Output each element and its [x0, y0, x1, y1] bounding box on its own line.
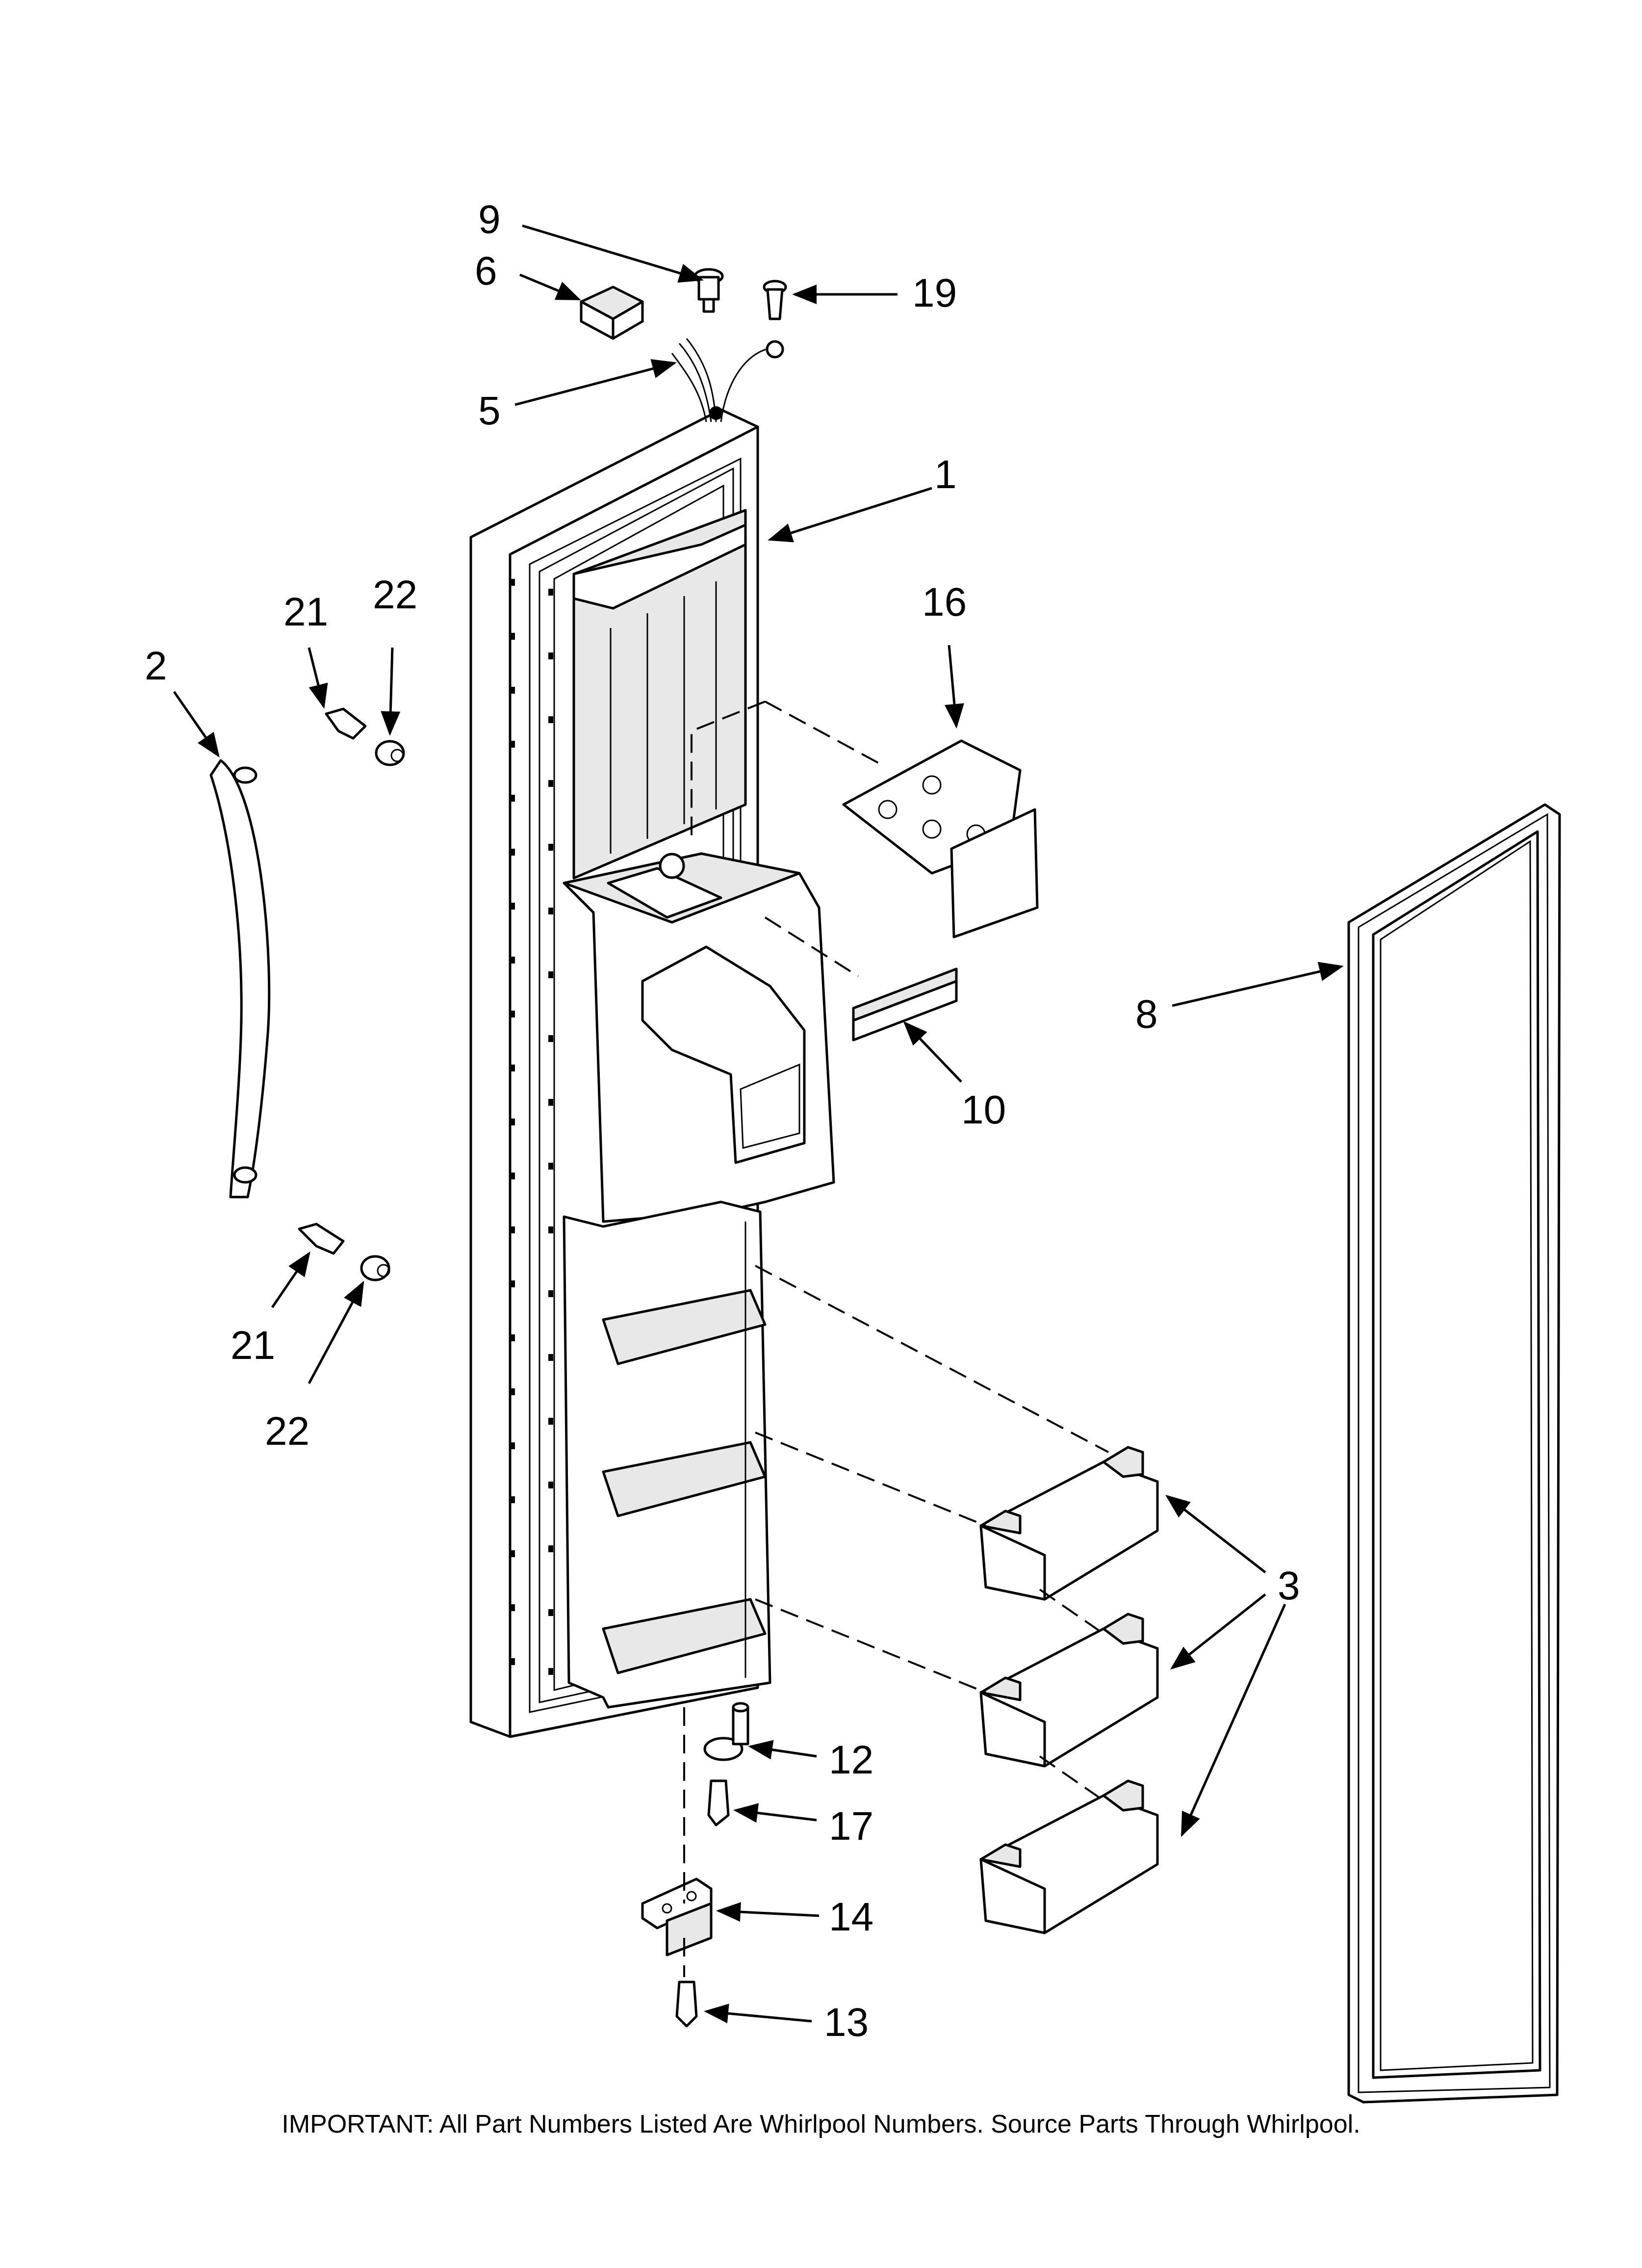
callout-6: 6 [475, 249, 497, 293]
plate-part [842, 739, 1039, 938]
callout-8: 8 [1135, 992, 1158, 1037]
cap-22-lower [360, 1255, 390, 1281]
screw-17 [707, 1779, 730, 1826]
door-hinge-holes [510, 579, 553, 1675]
callout-10: 10 [961, 1088, 1006, 1132]
callout-13: 13 [824, 2000, 869, 2045]
important-note: IMPORTANT: All Part Numbers Listed Are W… [282, 2110, 1360, 2138]
callout-22-upper: 22 [373, 573, 417, 617]
callout-9: 9 [478, 197, 501, 242]
screw-19 [763, 280, 787, 320]
wire-harness [671, 338, 784, 422]
callout-16: 16 [922, 580, 967, 625]
cap-22-upper [375, 740, 405, 766]
callout-17: 17 [829, 1804, 873, 1849]
leader-arrows [173, 224, 1344, 2024]
callout-1: 1 [934, 452, 957, 497]
screw-21-upper [325, 707, 367, 740]
callout-3: 3 [1278, 1564, 1300, 1608]
door-handle [209, 759, 271, 1199]
callout-2: 2 [145, 644, 167, 688]
hinge-pin-12 [703, 1702, 749, 1761]
door-bin-3 [979, 1779, 1159, 1934]
callout-21-upper: 21 [283, 590, 328, 634]
callout-22-lower: 22 [265, 1409, 309, 1454]
callout-14: 14 [829, 1895, 873, 1939]
door-bin-1 [979, 1446, 1159, 1601]
callout-21-lower: 21 [231, 1323, 275, 1368]
screw-13 [675, 1981, 698, 2028]
callout-5: 5 [478, 389, 501, 433]
switch-part [693, 268, 724, 313]
screw-21-lower [298, 1223, 345, 1255]
assembly-lines [683, 701, 1109, 1977]
hinge-bracket-14 [641, 1877, 713, 1956]
door-gasket [1347, 803, 1561, 2104]
connector-block [580, 286, 644, 340]
trim-strip [852, 967, 958, 1042]
callout-12: 12 [829, 1738, 873, 1782]
door-panel [469, 408, 835, 1738]
callout-19: 19 [912, 271, 957, 315]
door-bin-2 [979, 1613, 1159, 1768]
